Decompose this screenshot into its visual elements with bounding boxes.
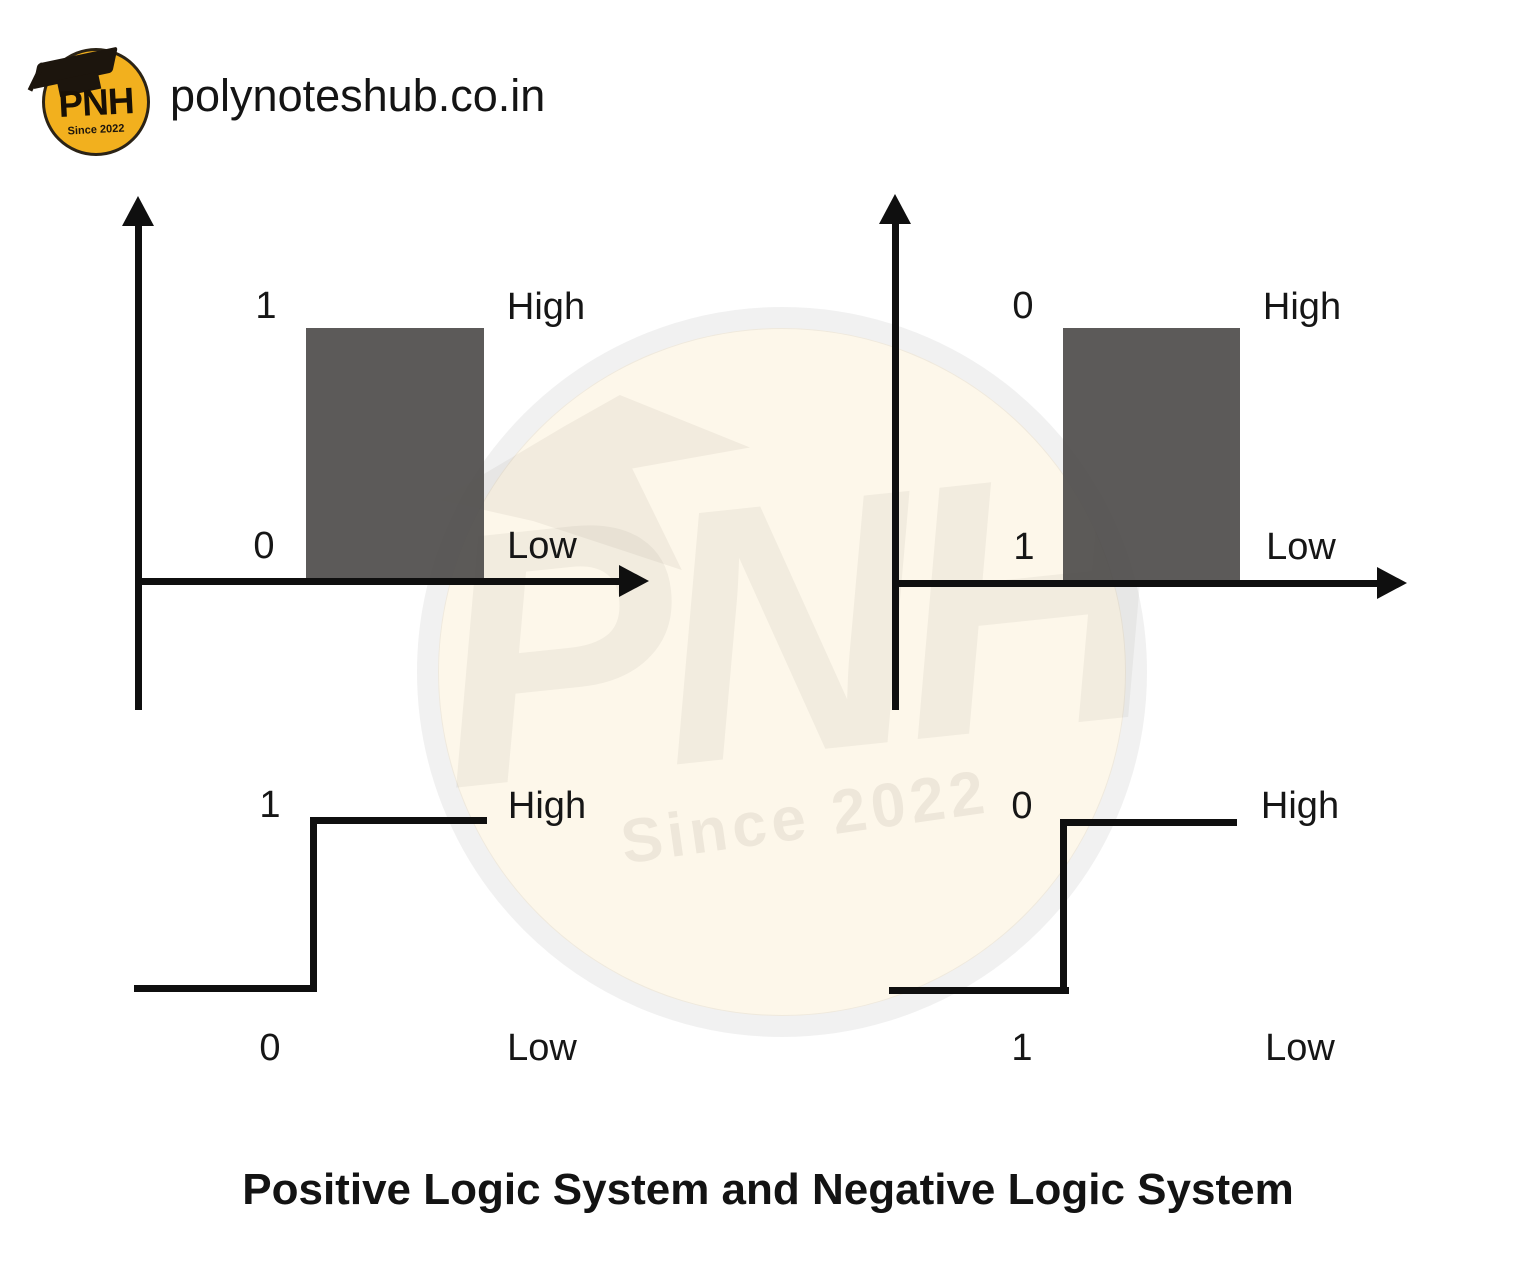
logic-high-value: 1	[255, 285, 277, 327]
level-high-label: High	[1260, 785, 1340, 827]
figure-caption: Positive Logic System and Negative Logic…	[242, 1165, 1294, 1214]
low-level-segment	[889, 987, 1069, 994]
rising-edge-segment	[1060, 819, 1067, 994]
logic-low-value: 1	[1011, 1027, 1033, 1069]
level-high-label: High	[1262, 286, 1342, 328]
x-axis-arrowhead-icon	[1377, 567, 1407, 599]
x-axis-arrowhead-icon	[619, 565, 649, 597]
level-high-label: High	[506, 286, 586, 328]
logic-low-value: 0	[253, 525, 275, 567]
logic-low-value: 1	[1013, 526, 1035, 568]
logic-high-value: 0	[1012, 285, 1034, 327]
logic-high-value: 0	[1011, 785, 1033, 827]
high-level-segment	[1060, 819, 1237, 826]
low-level-segment	[134, 985, 317, 992]
y-axis	[135, 218, 142, 710]
level-low-label: Low	[1265, 1027, 1335, 1069]
site-url: polynoteshub.co.in	[170, 70, 546, 121]
y-axis	[892, 216, 899, 710]
rising-edge-segment	[310, 817, 317, 992]
pulse-bar	[306, 328, 484, 578]
x-axis	[135, 578, 621, 585]
level-high-label: High	[507, 785, 587, 827]
logo-text: PNH	[57, 80, 135, 125]
level-low-label: Low	[1266, 526, 1336, 568]
logic-low-value: 0	[259, 1027, 281, 1069]
x-axis	[892, 580, 1379, 587]
logic-high-value: 1	[259, 784, 281, 826]
pulse-bar	[1063, 328, 1240, 580]
level-low-label: Low	[507, 525, 577, 567]
high-level-segment	[310, 817, 487, 824]
level-low-label: Low	[507, 1027, 577, 1069]
